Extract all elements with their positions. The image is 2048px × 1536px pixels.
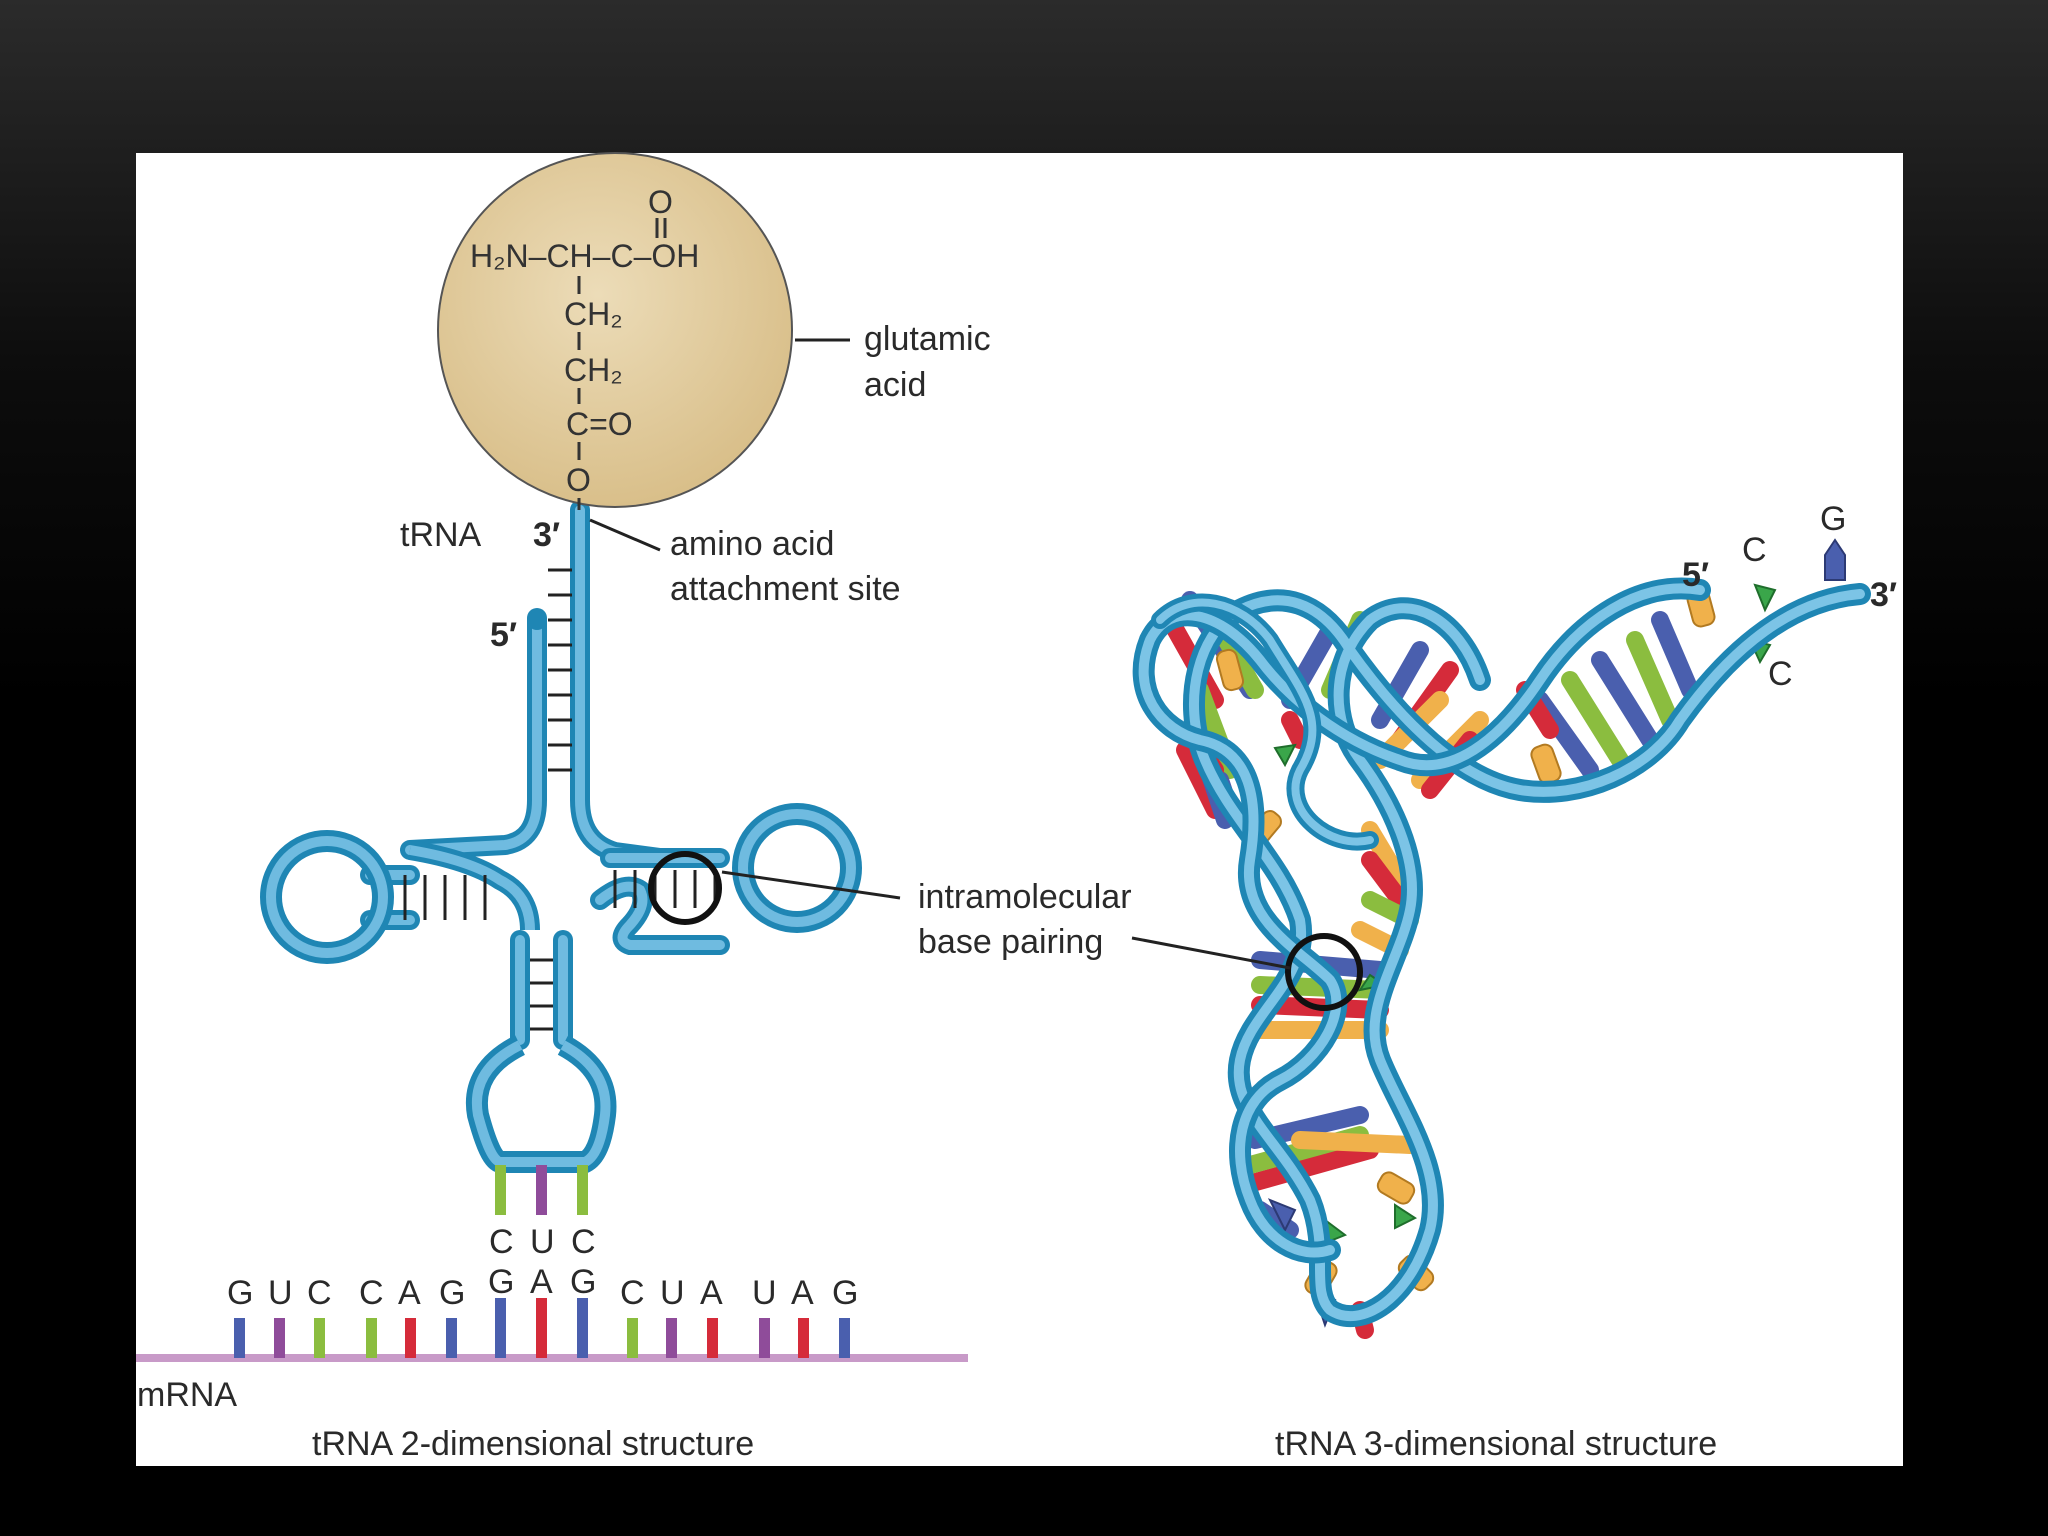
anticodon-base: C [489, 1223, 514, 1261]
chem-top-o: O [648, 184, 673, 220]
chem-ester-o: O [566, 462, 591, 498]
mrna-base: A [700, 1274, 723, 1312]
mrna-bases [234, 1298, 850, 1358]
glutamic-acid-ball [437, 152, 793, 508]
base-pair-pointer-3d [1131, 936, 1291, 970]
base-pair-highlight-2d [648, 851, 722, 925]
chem-ch2-b: CH₂ [564, 352, 623, 388]
caption-3d: tRNA 3-dimensional structure [1275, 1425, 1718, 1463]
mrna-base: G [832, 1274, 859, 1312]
base-pair-highlight-3d [1285, 933, 1363, 1011]
anticodon-bar [536, 1165, 547, 1215]
chemical-bonds [577, 218, 667, 510]
anticodon-bar [577, 1165, 588, 1215]
chem-ch2-a: CH₂ [564, 296, 623, 332]
cca-base: G [1820, 500, 1847, 538]
anticodon-bar [495, 1165, 506, 1215]
mrna-base: C [620, 1274, 645, 1312]
mrna-base: A [791, 1274, 814, 1312]
chem-main-chain: H₂N–CH–C–OH [470, 238, 700, 274]
prime-3-left: 3′ [533, 516, 561, 554]
anticodon-base: C [571, 1223, 596, 1261]
cca-base: C [1768, 655, 1793, 693]
mrna-base: U [268, 1274, 293, 1312]
glutamic-label-2: acid [864, 366, 927, 404]
mrna-base: G [227, 1274, 254, 1312]
mrna-base: A [398, 1274, 421, 1312]
trna-label: tRNA [400, 516, 482, 554]
glutamic-label-1: glutamic [864, 320, 991, 358]
intramolecular-label-1: intramolecular [918, 878, 1132, 916]
trna-2d-structure [136, 152, 968, 1362]
trna-3d-structure [1131, 538, 1871, 1339]
mrna-base: C [359, 1274, 384, 1312]
prime-3-right: 3′ [1870, 576, 1898, 614]
attach-pointer [589, 518, 661, 552]
amino-attach-label-1: amino acid [670, 525, 835, 563]
mrna-base: U [752, 1274, 777, 1312]
intramolecular-label-2: base pairing [918, 923, 1104, 961]
codon-base: G [570, 1263, 597, 1301]
prime-5-left: 5′ [490, 616, 518, 654]
mrna-base: G [439, 1274, 466, 1312]
prime-5-right: 5′ [1682, 556, 1710, 594]
cca-base: C [1742, 531, 1767, 569]
codon-base: A [530, 1263, 553, 1301]
caption-2d: tRNA 2-dimensional structure [312, 1425, 755, 1463]
amino-attach-label-2: attachment site [670, 570, 901, 608]
mrna-base: U [660, 1274, 685, 1312]
chem-carbonyl: C=O [566, 406, 633, 442]
base-pair-pointer-2d [721, 870, 901, 900]
mrna-base: C [307, 1274, 332, 1312]
mrna-label: mRNA [137, 1376, 238, 1414]
anticodon-base: U [530, 1223, 555, 1261]
codon-base: G [488, 1263, 515, 1301]
diagram-panel [136, 153, 1903, 1466]
